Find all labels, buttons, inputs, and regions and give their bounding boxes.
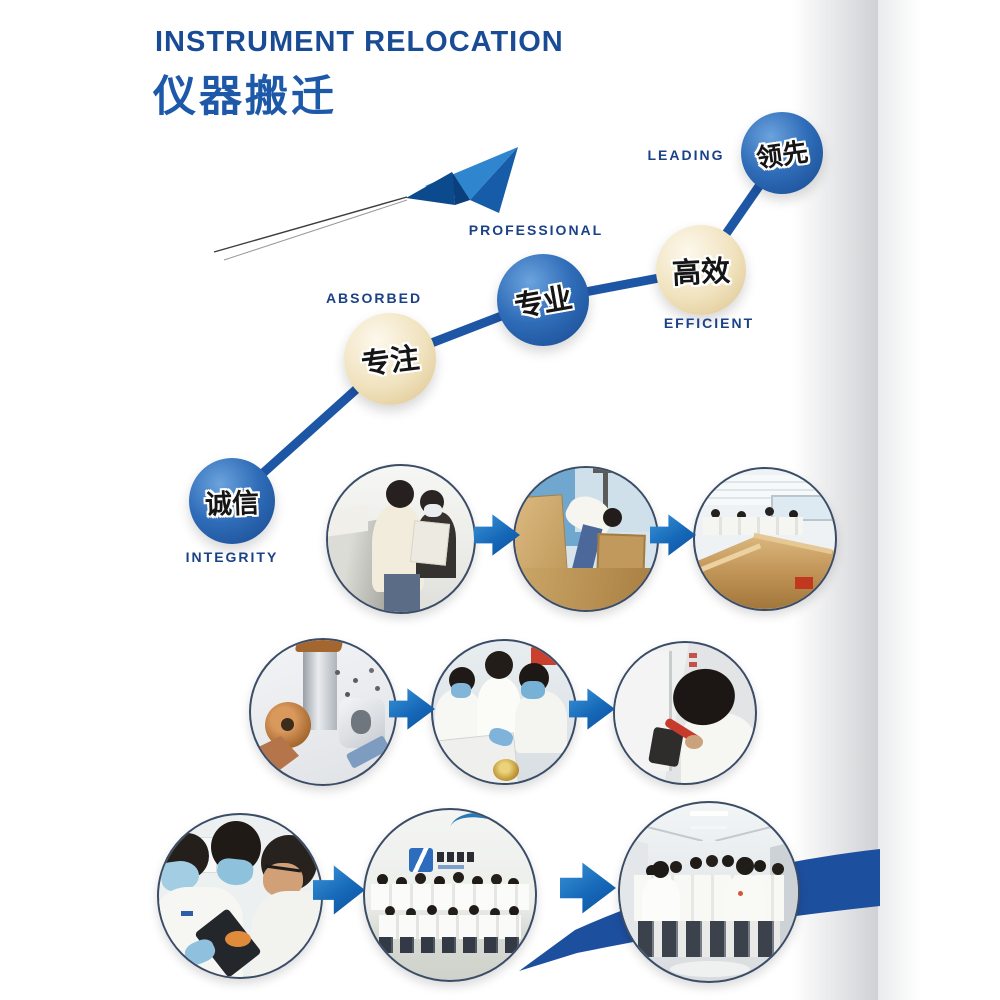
step-ball-efficient-text: 高效 — [671, 255, 731, 291]
step-ball-professional: 专业 — [497, 254, 589, 346]
photo-detail-shape — [385, 906, 395, 916]
paper-plane-icon — [406, 147, 518, 213]
photo-detail-shape — [294, 640, 346, 652]
photo-detail-shape — [638, 921, 780, 957]
plane-trail-line — [213, 196, 408, 253]
photo-detail-shape — [715, 818, 798, 842]
photo-detail-shape — [738, 891, 743, 896]
photo-detail-shape — [351, 710, 371, 734]
step-ball-professional-text: 专业 — [512, 282, 575, 324]
photo-detail-shape — [521, 568, 651, 610]
photo-detail-shape — [690, 811, 728, 816]
step-ball-efficient: 高效 — [656, 225, 746, 315]
photo-packing-boxes — [513, 466, 659, 612]
photo-detail-shape — [451, 683, 471, 698]
photo-detail-shape — [736, 857, 754, 875]
step-label-absorbed: ABSORBED — [325, 290, 423, 306]
photo-instrument-parts — [249, 638, 397, 786]
photo-detail-shape — [409, 520, 451, 566]
plane-fold — [452, 172, 470, 205]
photo-detail-shape — [384, 574, 420, 612]
step-label-efficient: EFFICIENT — [663, 315, 755, 331]
photo-detail-shape — [424, 504, 442, 517]
step-label-leading: LEADING — [647, 147, 725, 163]
plane-nose — [406, 172, 455, 205]
arrow-right-icon — [560, 862, 616, 914]
plane-body — [470, 147, 518, 213]
photo-detail-shape — [485, 651, 513, 679]
photo-detail-shape — [515, 494, 568, 574]
photo-detail-shape — [379, 915, 521, 939]
photo-detail-shape — [251, 891, 321, 977]
photo-detail-shape — [437, 852, 477, 862]
photo-screwdriver-work — [613, 641, 757, 785]
photo-detail-shape — [335, 670, 340, 675]
photo-detail-shape — [281, 718, 294, 731]
step-label-integrity: INTEGRITY — [185, 549, 279, 565]
step-ball-integrity: 诚信 — [189, 458, 275, 544]
page-title-en: INSTRUMENT RELOCATION — [155, 26, 564, 58]
photo-detail-shape — [438, 865, 464, 869]
photo-device-inspection — [157, 813, 323, 979]
photo-detail-shape — [371, 884, 529, 910]
photo-detail-shape — [531, 647, 557, 665]
photo-detail-shape — [521, 681, 545, 699]
photo-detail-shape — [409, 848, 433, 872]
photo-technicians-servicing — [431, 639, 577, 785]
photo-detail-shape — [703, 517, 803, 535]
plane-trail-line-2 — [223, 199, 408, 261]
photo-detail-shape — [689, 653, 697, 658]
photo-detail-shape — [493, 759, 519, 781]
photo-detail-shape — [652, 861, 669, 878]
photo-detail-shape — [795, 577, 813, 589]
photo-detail-shape — [593, 468, 619, 473]
step-ball-integrity-text: 诚信 — [204, 487, 260, 520]
photo-detail-shape — [685, 735, 703, 749]
photo-detail-shape — [225, 931, 251, 947]
step-ball-absorbed-text: 专注 — [359, 342, 422, 382]
photo-detail-shape — [377, 874, 388, 885]
plane-wing — [425, 147, 518, 200]
step-ball-absorbed: 专注 — [344, 313, 436, 405]
photo-corridor-team — [618, 801, 800, 983]
photo-detail-shape — [181, 911, 193, 916]
photo-detail-shape — [670, 961, 750, 977]
photo-detail-shape — [379, 937, 521, 953]
photo-detail-shape — [515, 691, 567, 753]
page-edge-fade — [878, 0, 920, 1000]
photo-detail-shape — [711, 509, 720, 518]
page-title-zh: 仪器搬迁 — [153, 73, 337, 121]
photo-team-group — [363, 808, 537, 982]
photo-wooden-crate — [693, 467, 837, 611]
photo-detail-shape — [603, 508, 622, 527]
photo-carrying-instrument — [326, 464, 476, 614]
photo-detail-shape — [215, 857, 255, 887]
step-label-professional: PROFESSIONAL — [468, 222, 604, 238]
photo-detail-shape — [386, 480, 414, 508]
